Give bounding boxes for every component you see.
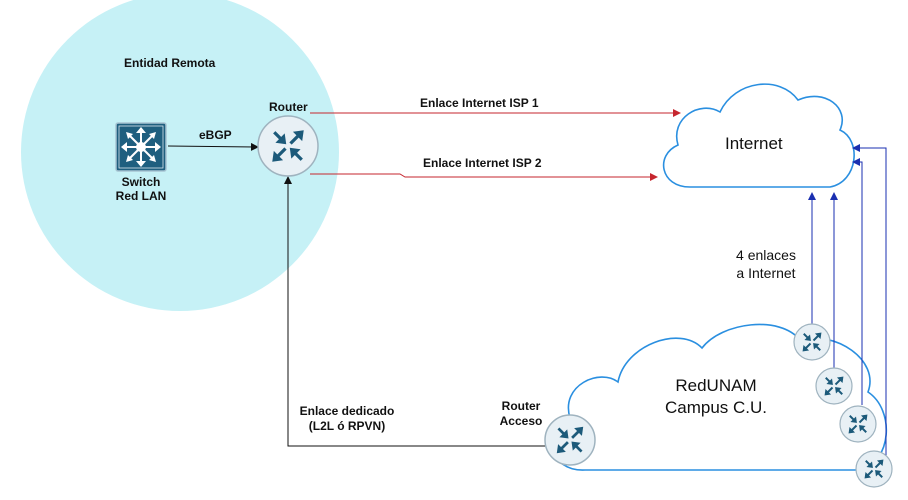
dedicated-link-label-line1: Enlace dedicado — [299, 404, 395, 418]
switch-label-line1: Switch — [121, 175, 161, 189]
internet-links-label-line2: a Internet — [736, 265, 796, 281]
ebgp-label: eBGP — [199, 128, 232, 142]
redunam-label-line1: RedUNAM — [675, 376, 757, 395]
border-router-3-icon — [839, 405, 877, 443]
internet-cloud — [662, 83, 855, 188]
border-router-4-icon — [855, 450, 893, 488]
dedicated-link-label: Enlace dedicado (L2L ó RPVN) — [292, 404, 402, 434]
internet-links-label-line1: 4 enlaces — [736, 247, 796, 263]
ebgp-link — [167, 142, 259, 151]
redunam-label-line2: Campus C.U. — [664, 398, 768, 417]
remote-site-area — [21, 0, 339, 311]
internet-links-label: 4 enlaces a Internet — [724, 246, 808, 282]
switch-label: Switch Red LAN — [108, 175, 174, 203]
border-router-1-icon — [793, 323, 831, 361]
border-router-2-icon — [815, 367, 853, 405]
isp2-link — [310, 173, 658, 181]
access-router-label-line1: Router — [501, 399, 541, 413]
redunam-label: RedUNAM Campus C.U. — [648, 375, 784, 419]
isp1-label: Enlace Internet ISP 1 — [420, 96, 539, 110]
dedicated-link — [284, 176, 546, 447]
dedicated-link-label-line2: (L2L ó RPVN) — [308, 419, 386, 433]
router-label: Router — [269, 100, 308, 114]
switch-label-line2: Red LAN — [115, 189, 167, 203]
internet-label: Internet — [725, 134, 783, 153]
access-router-label: Router Acceso — [492, 399, 550, 429]
access-router-icon — [544, 414, 596, 466]
access-router-label-line2: Acceso — [499, 414, 543, 428]
switch-icon — [115, 122, 167, 172]
remote-site-title: Entidad Remota — [124, 56, 216, 70]
router-icon — [257, 115, 319, 177]
isp2-label: Enlace Internet ISP 2 — [423, 156, 542, 170]
internet-link-3 — [852, 158, 863, 405]
